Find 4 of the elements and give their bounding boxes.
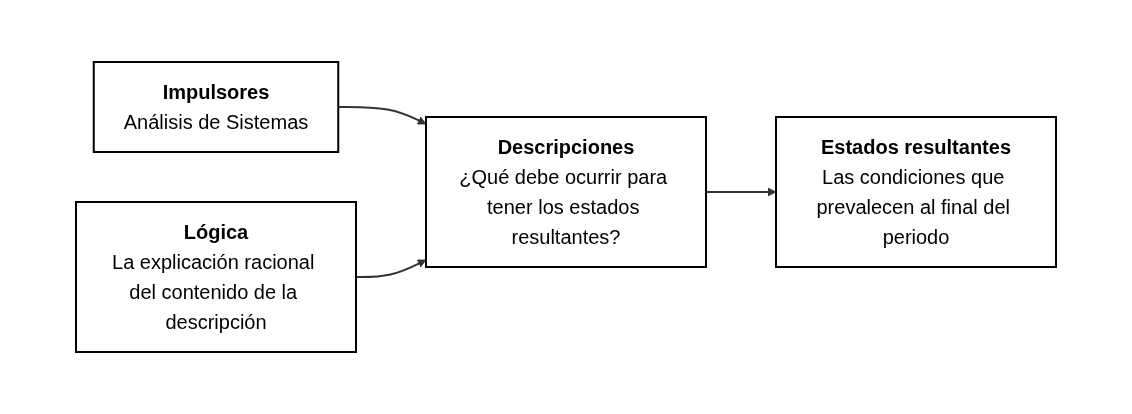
node-box: Descripciones ¿Qué debe ocurrir para tener los estados resultantes? xyxy=(425,116,707,268)
node-box: Impulsores Análisis de Sistemas xyxy=(92,61,340,153)
node-box: Lógica La explicación racional del contenido de la descripción xyxy=(75,201,357,353)
node-box: Estados resultantes Las condiciones que prevalecen al final del periodo xyxy=(775,116,1057,268)
